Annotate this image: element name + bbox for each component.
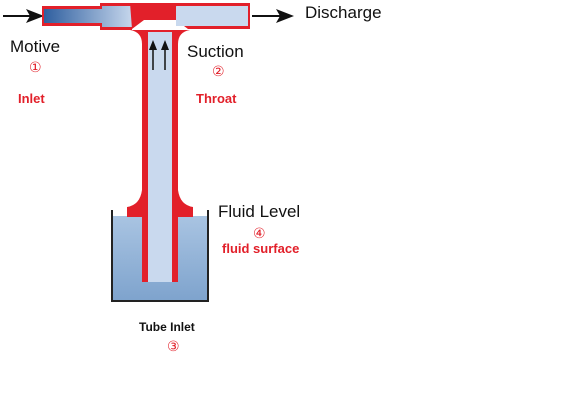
- vent-gap: [118, 207, 127, 216]
- tube-inlet-label: Tube Inlet: [139, 320, 195, 334]
- suction-number: ②: [212, 64, 225, 80]
- suction-label: Suction: [187, 42, 244, 61]
- fluid-surface-label: fluid surface: [222, 241, 300, 256]
- ejector-body: [42, 3, 250, 30]
- suction-tube-interior: [148, 32, 172, 282]
- tube-inlet-number: ③: [167, 339, 180, 355]
- fluid-level-label: Fluid Level: [218, 202, 301, 221]
- discharge-arrow: [252, 9, 294, 23]
- inlet-label: Inlet: [18, 91, 45, 106]
- discharge-label: Discharge: [305, 3, 382, 22]
- diffuser-interior: [176, 6, 248, 26]
- suction-tube: [127, 30, 193, 282]
- motive-number: ①: [29, 60, 42, 76]
- motive-label: Motive: [10, 37, 61, 56]
- throat-label: Throat: [196, 91, 237, 106]
- fluid-level-number: ④: [253, 226, 266, 242]
- vessel-walls: [111, 210, 209, 302]
- suction-flow-arrows: [149, 40, 169, 70]
- throat-constriction: [140, 3, 180, 13]
- motive-inlet-arrow: [3, 9, 44, 23]
- tube-flare-right: [178, 190, 193, 217]
- motive-interior: [44, 6, 134, 27]
- tube-flare-left: [127, 190, 142, 217]
